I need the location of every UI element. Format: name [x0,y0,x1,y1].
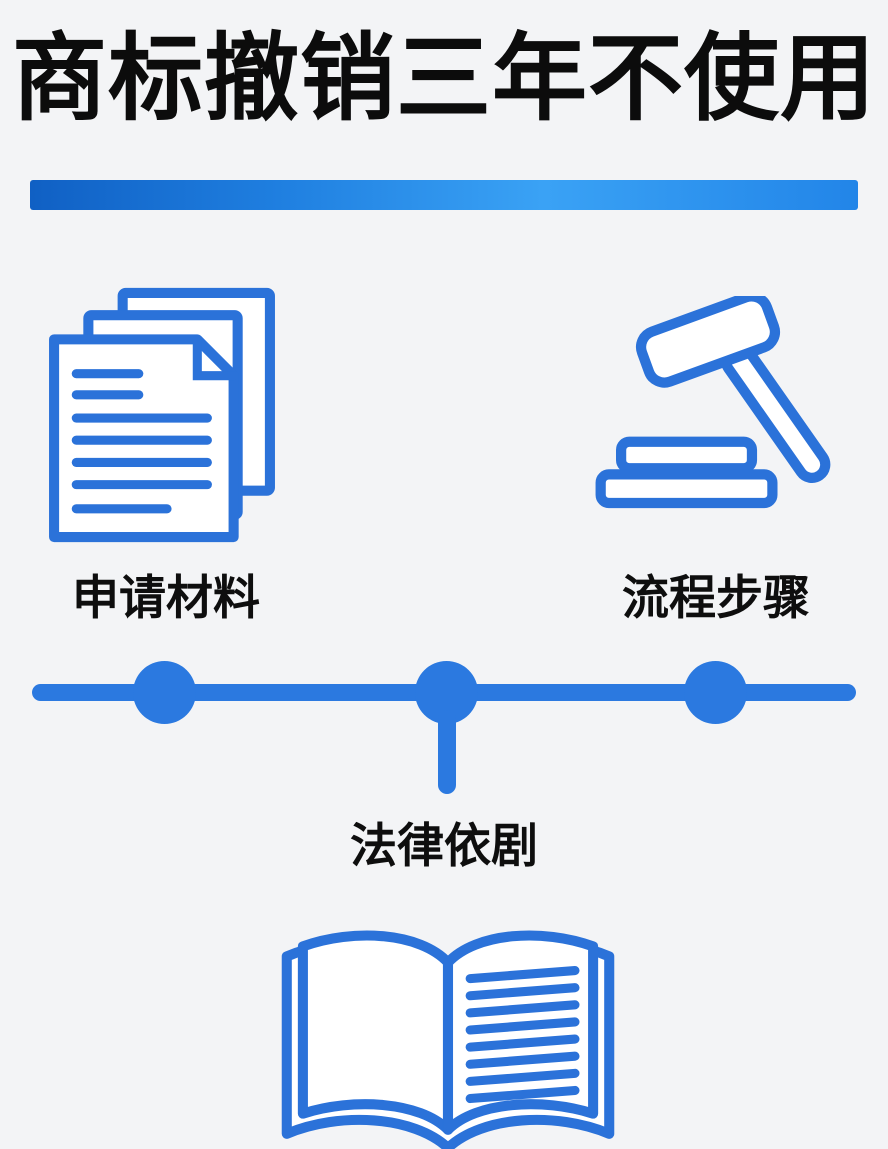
documents-icon [46,282,278,546]
gavel-icon-svg [595,296,831,509]
title-underline-bar [30,180,858,210]
page-title: 商标撤销三年不使用 [11,26,876,132]
timeline-node-1 [133,661,196,724]
timeline-node-3 [684,661,747,724]
open-book-icon-svg [281,930,615,1149]
timeline-stem [438,710,456,794]
label-process: 流程步骤 [622,571,810,624]
label-legal: 法律依剧 [350,819,538,872]
label-materials: 申请材料 [72,571,260,624]
documents-icon-svg [49,287,275,543]
open-book-icon [266,898,630,1149]
gavel-icon [570,296,846,522]
